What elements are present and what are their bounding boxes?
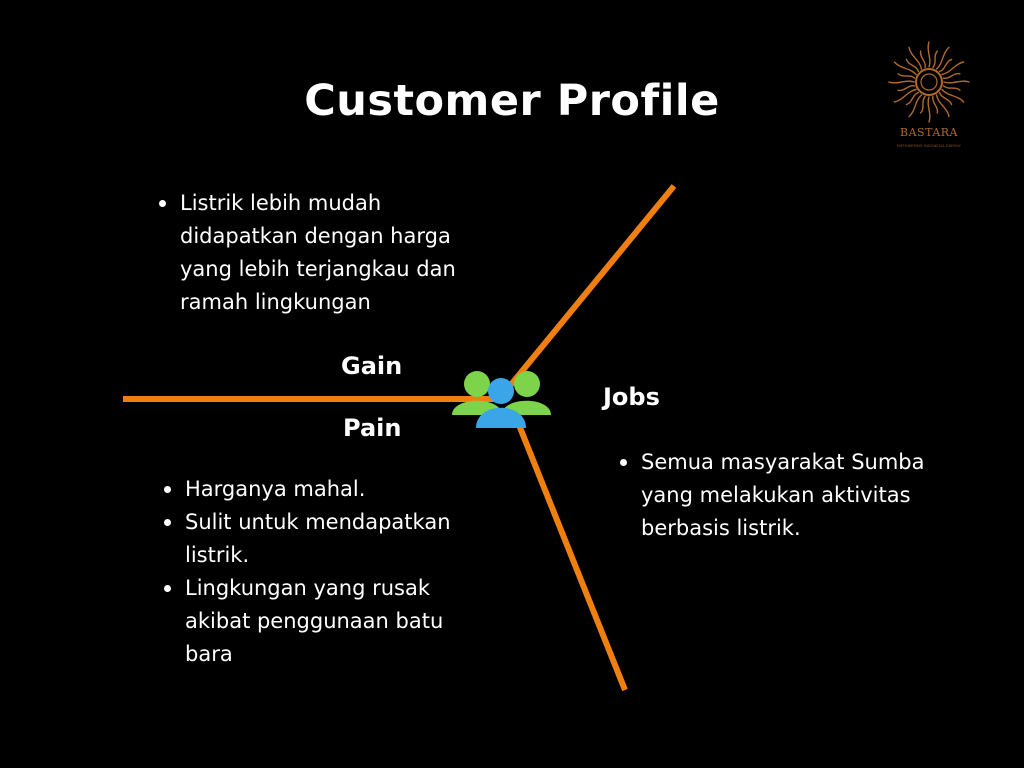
list-item: Listrik lebih mudah didapatkan dengan ha…	[159, 187, 490, 319]
gain-list: Listrik lebih mudah didapatkan dengan ha…	[157, 187, 490, 319]
sun-ray	[927, 41, 931, 68]
sun-ray	[941, 88, 965, 103]
sun-ray	[938, 58, 953, 73]
jobs-label: Jobs	[603, 383, 660, 411]
sun-ray	[905, 58, 920, 73]
sun-ray	[905, 91, 920, 106]
logo-name: BASTARA	[900, 126, 958, 139]
sun-ray	[897, 73, 916, 79]
sun-ray	[908, 94, 923, 118]
jobs-upper-axis	[497, 184, 677, 400]
sun-ray	[908, 46, 923, 70]
sun-ray	[893, 88, 917, 103]
jobs-list: Semua masyarakat Sumba yang melakukan ak…	[618, 446, 951, 545]
sun-ray	[941, 61, 965, 76]
list-item: Lingkungan yang rusak akibat penggunaan …	[164, 572, 485, 671]
sun-ray	[942, 72, 961, 79]
list-item: Semua masyarakat Sumba yang melakukan ak…	[620, 446, 951, 545]
pain-label: Pain	[343, 414, 402, 442]
logo-tagline: EMPOWERING INDONESIA ENERGY	[896, 144, 962, 148]
sun-ray	[919, 50, 926, 69]
sun-ray	[927, 96, 931, 123]
list-item: Sulit untuk mendapatkan listrik.	[164, 506, 485, 572]
sun-ray	[942, 85, 961, 91]
bastara-logo: BASTARA EMPOWERING INDONESIA ENERGY	[884, 38, 974, 154]
sun-ray	[938, 91, 953, 106]
page-title: Customer Profile	[304, 76, 720, 126]
gain-label: Gain	[341, 352, 403, 380]
sun-ray	[932, 95, 939, 114]
sun-ray	[888, 80, 915, 84]
sun-ray	[943, 80, 970, 84]
sun-logo-icon	[888, 41, 970, 123]
jobs-lower-axis	[514, 418, 628, 692]
sun-ray	[897, 85, 916, 92]
sun-ray	[935, 94, 950, 118]
pain-list: Harganya mahal. Sulit untuk mendapatkan …	[162, 473, 485, 671]
sun-ray	[935, 46, 950, 70]
sun-ray	[932, 50, 938, 69]
sun-ray	[920, 95, 926, 114]
list-item: Harganya mahal.	[164, 473, 485, 506]
sun-ray	[893, 61, 917, 76]
customer-group-icon	[452, 371, 551, 428]
